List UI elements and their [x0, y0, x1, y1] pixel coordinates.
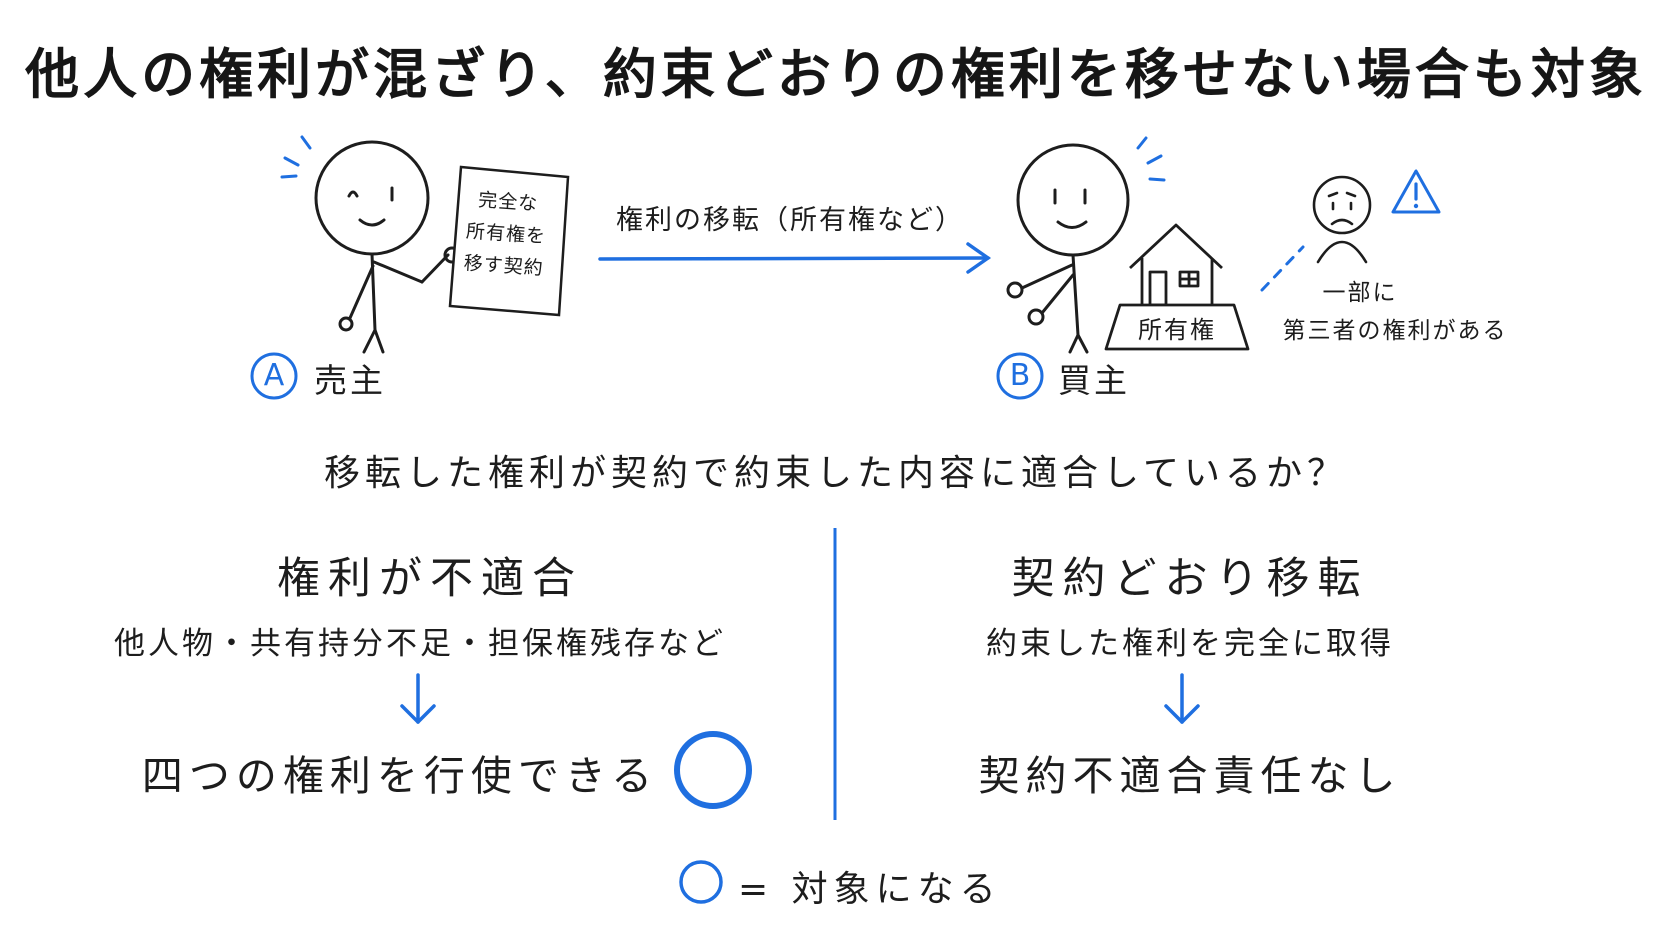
- contract-document: [448, 165, 570, 317]
- buyer-emphasis-lines: [1136, 136, 1166, 182]
- buyer-figure: [1006, 143, 1130, 354]
- circle-mark: [674, 731, 752, 809]
- buyer-badge-letter: B: [1009, 358, 1031, 393]
- document-line: 移す契約: [463, 252, 545, 280]
- house-icon: [1104, 223, 1250, 351]
- right-result: 契約不適合責任なし: [978, 752, 1402, 800]
- right-down-arrow: [1164, 673, 1200, 724]
- central-question: 移転した権利が契約で約束した内容に適合しているか？: [324, 453, 1348, 494]
- warning-icon: [1391, 169, 1441, 214]
- right-heading: 契約どおり移転: [1011, 554, 1369, 604]
- right-detail: 約束した権利を完全に取得: [986, 626, 1394, 662]
- third-party-link: [1260, 245, 1305, 292]
- third-party-line: 第三者の権利がある: [1282, 318, 1508, 344]
- legend-text: = 対象になる: [738, 869, 1002, 910]
- seller-figure: [314, 140, 461, 354]
- third-party-figure: [1312, 175, 1372, 264]
- left-down-arrow: [400, 673, 436, 724]
- page-title: 他人の権利が混ざり、約束どおりの権利を移せない場合も対象: [25, 43, 1647, 106]
- left-heading: 権利が不適合: [277, 554, 583, 604]
- seller-emphasis-lines: [280, 135, 312, 179]
- left-detail: 他人物・共有持分不足・担保権残存など: [114, 626, 726, 662]
- seller-badge: [250, 352, 298, 400]
- transfer-arrow: [598, 242, 992, 274]
- third-party-line: 一部に: [1322, 280, 1398, 306]
- transfer-label: 権利の移転（所有権など）: [616, 205, 964, 236]
- left-result: 四つの権利を行使できる: [141, 752, 659, 800]
- buyer-label: 買主: [1058, 361, 1130, 400]
- legend-circle-mark: [679, 860, 723, 904]
- third-party-note: 一部に 第三者の権利がある: [1270, 274, 1520, 350]
- house-label: 所有権: [1138, 316, 1216, 344]
- seller-label: 売主: [314, 361, 386, 400]
- buyer-badge: [996, 352, 1044, 400]
- seller-badge-letter: A: [263, 358, 285, 393]
- contract-document-text: 完全な 所有権を 移す契約: [453, 183, 559, 286]
